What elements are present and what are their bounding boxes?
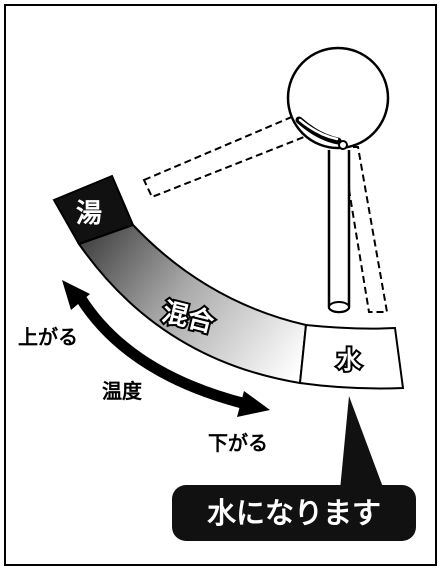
callout-bubble: 水になります: [172, 485, 416, 541]
hot-zone-label: 湯: [76, 199, 102, 229]
callout-pointer: [340, 396, 384, 490]
temperature-down-label: 下がる: [208, 431, 268, 455]
cold-zone-label: 水: [337, 346, 362, 374]
lever-ghost-position: [142, 114, 389, 313]
temperature-arrow: [62, 280, 270, 417]
temperature-label: 温度: [102, 379, 143, 403]
temperature-up-label: 上がる: [18, 325, 78, 349]
callout-text: 水になります: [207, 496, 381, 530]
lever-ball: [286, 46, 390, 150]
lever-handle: [327, 150, 351, 314]
scale-cold-zone: [298, 323, 405, 390]
